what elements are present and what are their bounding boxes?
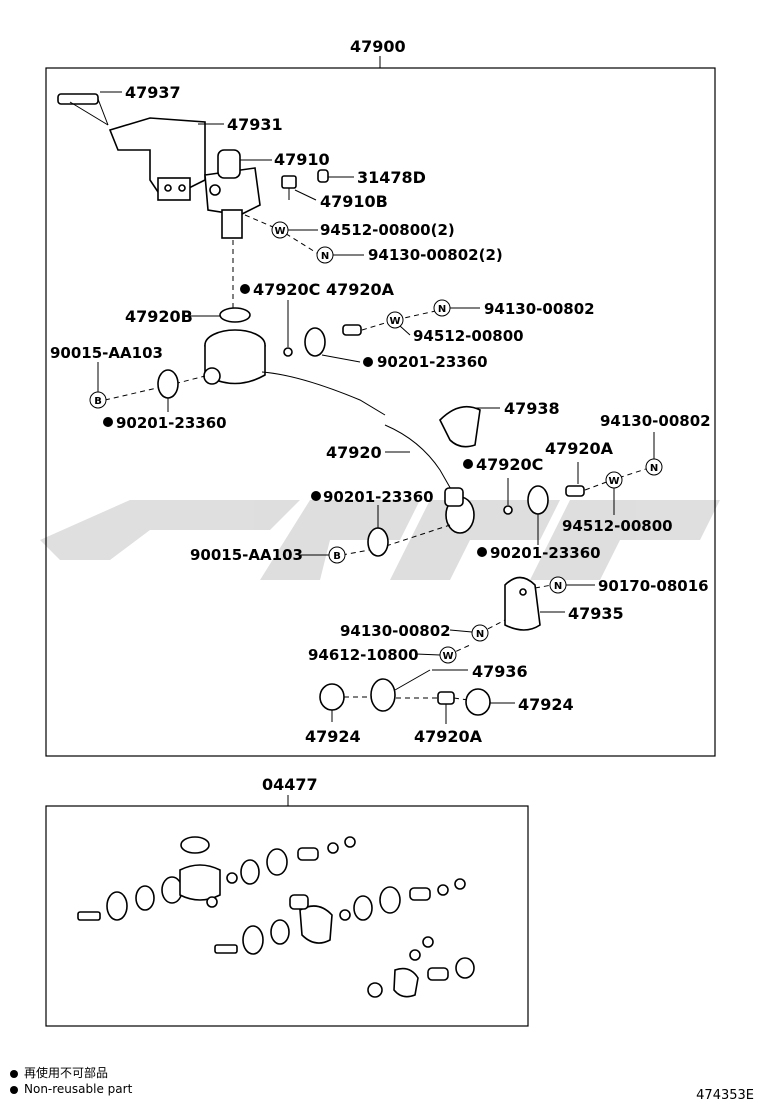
part-90201-washer-4 [367, 527, 389, 557]
label-90201-c: 90201-23360 [323, 488, 434, 506]
svg-text:N: N [650, 463, 658, 474]
badge-nut-3: N [645, 458, 663, 476]
svg-text:W: W [608, 476, 619, 487]
label-90015-a: 90015-AA103 [50, 344, 163, 362]
kit-parts [77, 836, 475, 998]
label-90201-b: 90201-23360 [116, 414, 227, 432]
legend-en: Non-reusable part [10, 1082, 132, 1096]
svg-text:B: B [94, 396, 102, 407]
label-47931: 47931 [227, 115, 283, 134]
assembly-frame-bottom [45, 805, 529, 1027]
badge-washer-3: W [605, 471, 623, 489]
part-47937-bolt [57, 93, 109, 126]
svg-text:N: N [438, 304, 446, 315]
part-31478D [317, 169, 329, 183]
part-47920-cylinder [203, 329, 461, 506]
svg-text:W: W [389, 316, 400, 327]
label-47935: 47935 [568, 604, 624, 623]
part-47910B [281, 175, 297, 200]
label-47920C-a: 47920C [253, 280, 320, 299]
label-47920: 47920 [326, 443, 382, 462]
non-reusable-dot-icon [10, 1085, 18, 1094]
label-47920B: 47920B [125, 307, 193, 326]
watermark-logo [40, 500, 720, 580]
svg-text:B: B [333, 551, 341, 562]
label-31478D: 31478D [357, 168, 426, 187]
label-47936: 47936 [472, 662, 528, 681]
drawing-number: 474353E [696, 1088, 754, 1103]
badge-nut-1: N [316, 246, 334, 264]
part-47910-valve [204, 149, 261, 239]
part-47920B-oring [219, 307, 251, 323]
badge-bolt-1: B [89, 391, 107, 409]
label-94130-a: 94130-00802 [484, 300, 595, 318]
svg-text:N: N [476, 629, 484, 640]
part-90201-washer-3 [527, 485, 549, 515]
part-47920A-pin-3 [437, 691, 455, 705]
svg-text:W: W [274, 226, 285, 237]
badge-washer-1: W [271, 221, 289, 239]
label-47910: 47910 [274, 150, 330, 169]
label-94130-2: 94130-00802(2) [368, 246, 503, 264]
badge-nut-2: N [433, 299, 451, 317]
part-47938-cover [439, 405, 481, 448]
svg-text:N: N [321, 251, 329, 262]
label-94612: 94612-10800 [308, 646, 419, 664]
non-reusable-dot-1 [240, 284, 250, 294]
label-47920A-a: 47920A [326, 280, 395, 299]
badge-bolt-2: B [328, 546, 346, 564]
label-94512-b: 94512-00800 [562, 517, 673, 535]
part-90201-washer-2 [157, 369, 179, 399]
svg-text:W: W [442, 651, 453, 662]
part-47920A-pin-2 [565, 485, 585, 497]
part-47924-bushing-1 [319, 683, 345, 711]
label-47920C-b: 47920C [476, 455, 543, 474]
part-90201-washer-1 [304, 327, 326, 357]
label-90015-b: 90015-AA103 [190, 546, 303, 564]
part-47920-lower-end [444, 487, 475, 534]
part-47931-bracket [108, 117, 206, 201]
assembly-number-bottom: 04477 [262, 775, 318, 794]
badge-nut-4: N [549, 576, 567, 594]
label-47937: 47937 [125, 83, 181, 102]
label-47920A-b: 47920A [545, 439, 614, 458]
badge-nut-5: N [471, 624, 489, 642]
label-90201-d: 90201-23360 [490, 544, 601, 562]
badge-washer-2: W [386, 311, 404, 329]
part-47936-rod [370, 669, 431, 712]
label-90201-a: 90201-23360 [377, 353, 488, 371]
label-94130-c: 94130-00802 [340, 622, 451, 640]
label-47910B: 47910B [320, 192, 388, 211]
label-90170: 90170-08016 [598, 577, 709, 595]
assembly-number-top: 47900 [350, 37, 406, 56]
legend-cn: 再使用不可部品 [10, 1064, 108, 1081]
svg-text:N: N [554, 581, 562, 592]
part-47924-bushing-2 [465, 688, 491, 716]
badge-washer-4: W [439, 646, 457, 664]
label-94512-2: 94512-00800(2) [320, 221, 455, 239]
part-47935-clevis [504, 576, 541, 631]
label-47938: 47938 [504, 399, 560, 418]
label-47924-b: 47924 [518, 695, 574, 714]
label-94130-b: 94130-00802 [600, 412, 711, 430]
label-94512-a: 94512-00800 [413, 327, 524, 345]
label-47920A-c: 47920A [414, 727, 483, 746]
non-reusable-dot-icon [10, 1069, 18, 1078]
part-47920A-pin-1 [342, 324, 362, 336]
label-47924-a: 47924 [305, 727, 361, 746]
